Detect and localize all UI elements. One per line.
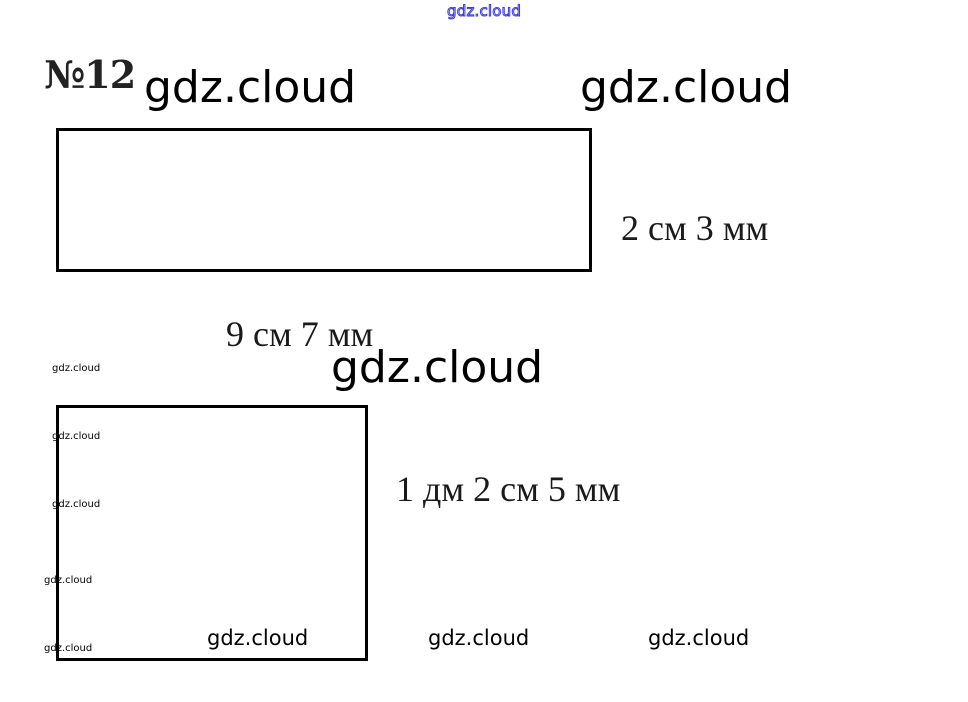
header-watermark: gdz.cloud [446,2,522,21]
rectangle-1-width-label: 9 см 7 мм [226,314,374,354]
rectangle-2 [56,405,368,661]
watermark-bottom-2: gdz.cloud [428,626,530,650]
rectangle-1 [56,128,592,272]
watermark-big-center: gdz.cloud [331,342,544,393]
watermark-big-left: gdz.cloud [144,62,357,113]
watermark-small-3: gdz.cloud [52,499,101,510]
watermark-bottom-1: gdz.cloud [207,626,309,650]
watermark-small-1: gdz.cloud [52,363,101,374]
watermark-big-right: gdz.cloud [580,62,793,113]
task-number: №12 [44,52,136,97]
rectangle-2-side-label: 1 дм 2 см 5 мм [396,469,621,509]
watermark-small-2: gdz.cloud [52,431,101,442]
watermark-small-5: gdz.cloud [44,643,93,654]
rectangle-1-height-label: 2 см 3 мм [621,208,769,248]
watermark-small-4: gdz.cloud [44,575,93,586]
watermark-bottom-3: gdz.cloud [648,626,750,650]
